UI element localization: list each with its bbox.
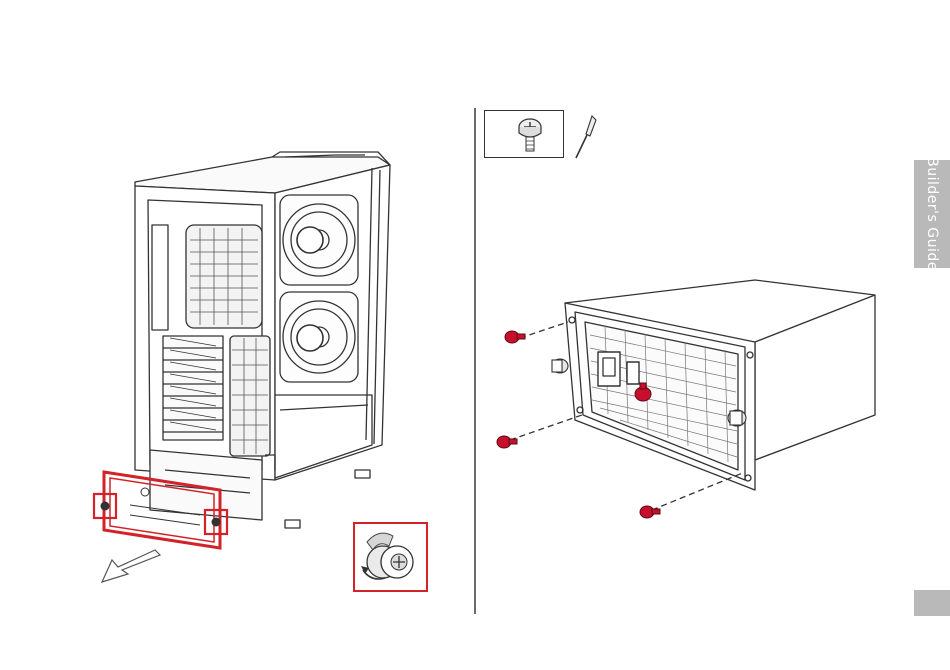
screw-bottom-left [497, 436, 517, 448]
screw-top-left [505, 331, 525, 343]
